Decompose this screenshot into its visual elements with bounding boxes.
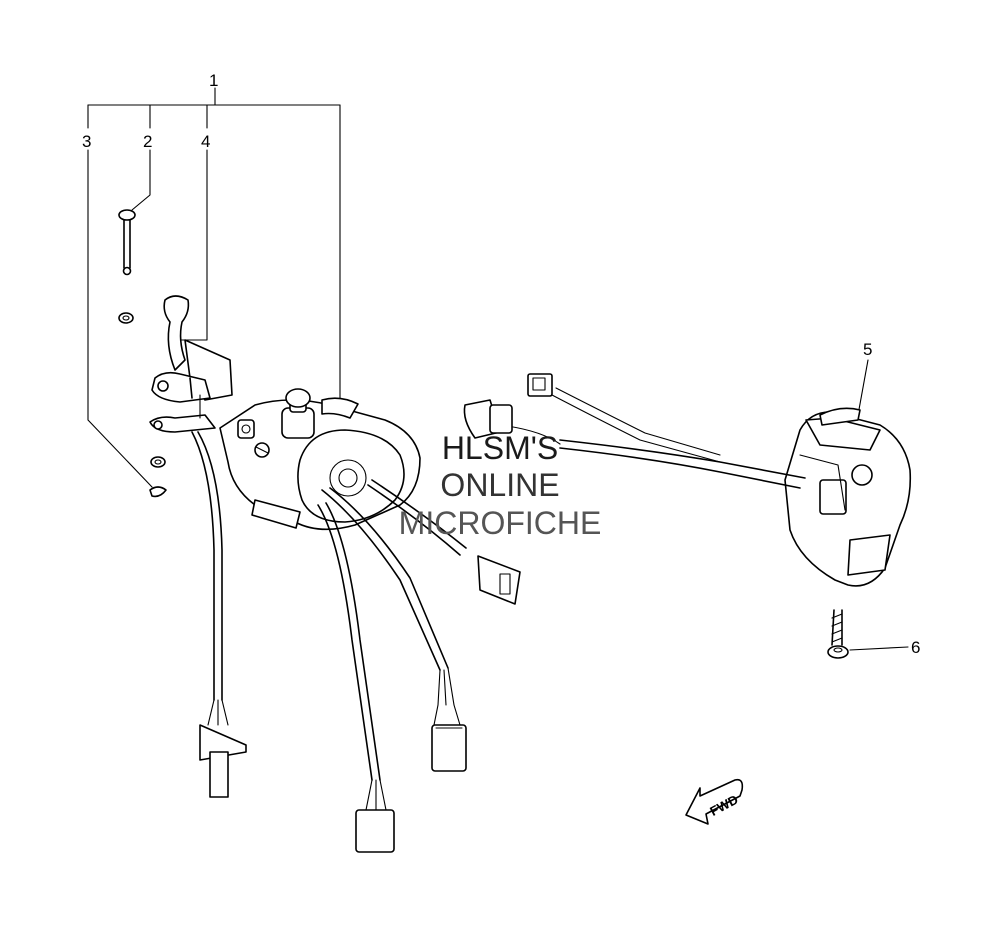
watermark-line-3: MICROFICHE (398, 505, 602, 541)
callout-2: 2 (143, 132, 152, 151)
callout-1: 1 (209, 71, 218, 90)
washer-lower (150, 456, 166, 468)
switch-cover-part (784, 407, 912, 587)
callout-tree-1 (87, 87, 909, 651)
wire-middle (317, 502, 395, 853)
wire-upper-right (367, 479, 521, 605)
watermark-line-2: ONLINE (440, 467, 560, 503)
washer-upper (118, 312, 134, 324)
wire-right (321, 487, 467, 772)
switch-housing-part (219, 388, 421, 531)
harness-cover (463, 373, 806, 489)
screw-part (827, 609, 849, 659)
clip-part (149, 486, 167, 498)
callout-5: 5 (863, 340, 872, 359)
pin-part (118, 209, 136, 276)
watermark-line-1: HLSM'S (441, 430, 559, 466)
lever-bracket-part (149, 295, 233, 433)
callout-6: 6 (911, 638, 920, 657)
callout-4: 4 (201, 132, 210, 151)
fwd-arrow: FWD (685, 778, 744, 825)
callout-3: 3 (82, 132, 91, 151)
wire-left (191, 431, 247, 798)
